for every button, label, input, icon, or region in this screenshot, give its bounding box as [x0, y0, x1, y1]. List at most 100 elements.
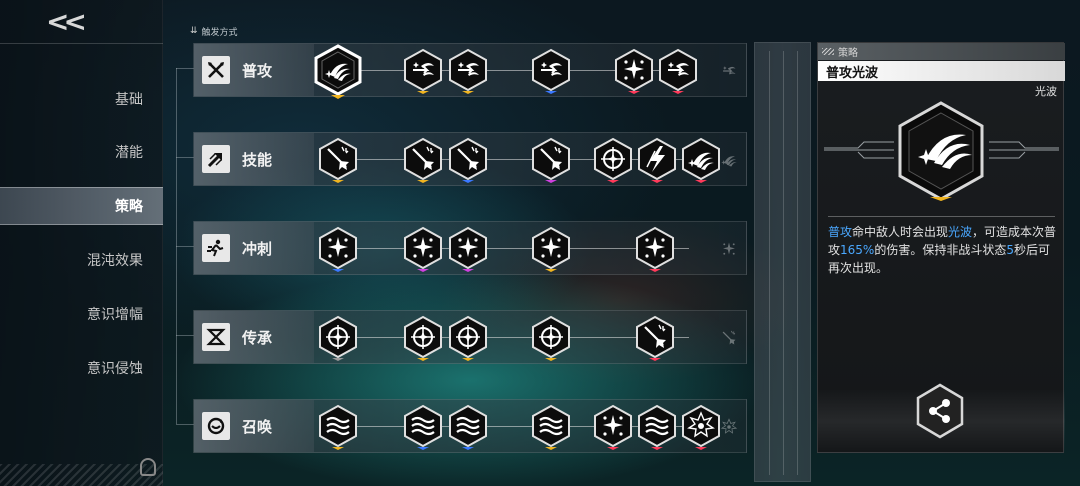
rarity-indicator — [462, 358, 474, 361]
panel-subtitle: 光波 — [1035, 85, 1057, 98]
strategy-node-light-wave-icon[interactable] — [681, 137, 721, 183]
tree-connector — [176, 68, 177, 424]
strategy-node-crosshair-icon[interactable] — [403, 315, 443, 361]
rarity-indicator — [695, 447, 707, 450]
strategy-description: 普攻命中敌人时会出现光波，可造成本次普攻165%的伤害。保持非战斗状态5秒后可再… — [828, 223, 1058, 277]
strategy-node-star-burst-icon[interactable] — [531, 226, 571, 272]
strategy-node-trident-icon[interactable] — [318, 137, 358, 183]
strategy-node-crosshair-icon[interactable] — [593, 137, 633, 183]
nav-item-label: 混沌效果 — [87, 253, 143, 269]
node-connector-line — [339, 248, 689, 249]
dash-runner-icon — [202, 234, 230, 262]
scroll-rail — [769, 51, 770, 475]
nav-item-consciousness-erosion[interactable]: 意识侵蚀 — [0, 349, 163, 387]
strategy-node-light-wave-icon[interactable] — [314, 44, 362, 99]
strategy-node-wave-stack-icon[interactable] — [637, 404, 677, 450]
panel-tag: 策略 — [818, 43, 1065, 60]
rarity-indicator — [332, 180, 344, 183]
desc-value: 5 — [1006, 243, 1014, 257]
desc-keyword: 普攻 — [828, 225, 853, 239]
strategy-node-lightning-icon[interactable] — [637, 137, 677, 183]
tree-branch — [176, 335, 194, 336]
rarity-indicator — [695, 180, 707, 183]
rarity-indicator — [545, 358, 557, 361]
nav-item-strategy[interactable]: 策略 — [0, 187, 163, 225]
locked-node-icon — [716, 236, 742, 262]
rarity-indicator — [417, 180, 429, 183]
strategy-node-star-burst-icon[interactable] — [448, 226, 488, 272]
skill-arrow-icon — [202, 145, 230, 173]
rarity-indicator — [332, 358, 344, 361]
trigger-row-name: 普攻 — [242, 61, 273, 80]
back-button[interactable]: << — [0, 0, 163, 44]
strategy-node-trident-icon[interactable] — [403, 137, 443, 183]
trigger-row-label[interactable]: 普攻 — [194, 44, 314, 96]
strategy-node-star-burst-icon[interactable] — [593, 404, 633, 450]
node-connector-line — [339, 159, 689, 160]
panel-divider — [828, 216, 1055, 217]
strategy-node-crosshair-icon[interactable] — [531, 315, 571, 361]
strategy-node-arrow-dash-icon[interactable] — [658, 48, 698, 94]
strategy-node-trident-icon[interactable] — [635, 315, 675, 361]
nav-item-consciousness-boost[interactable]: 意识增幅 — [0, 295, 163, 333]
strategy-node-arrow-dash-icon[interactable] — [448, 48, 488, 94]
rarity-indicator — [607, 447, 619, 450]
strategy-node-trident-icon[interactable] — [531, 137, 571, 183]
trigger-row-label[interactable]: 冲刺 — [194, 222, 314, 274]
strategy-node-arrow-dash-icon[interactable] — [531, 48, 571, 94]
scroll-track[interactable] — [754, 42, 811, 482]
nav-item-basic[interactable]: 基础 — [0, 80, 163, 118]
desc-text: 的伤害。保持非战斗状态 — [874, 243, 1007, 257]
rarity-indicator — [545, 180, 557, 183]
badge-icon[interactable] — [140, 458, 156, 476]
nav-item-potential[interactable]: 潜能 — [0, 133, 163, 171]
strategy-node-wave-stack-icon[interactable] — [318, 404, 358, 450]
trigger-row-label[interactable]: 召唤 — [194, 400, 314, 452]
nav-item-label: 意识增幅 — [87, 307, 143, 323]
strategy-node-flower-star-icon[interactable] — [681, 404, 721, 450]
trigger-header-label: 触发方式 — [201, 27, 238, 38]
nav-item-chaos-effect[interactable]: 混沌效果 — [0, 241, 163, 279]
crossed-swords-icon — [202, 56, 230, 84]
selected-strategy-emblem — [896, 101, 986, 201]
rarity-indicator — [417, 358, 429, 361]
tree-branch — [176, 68, 194, 69]
panel-title: 普攻光波 — [818, 61, 1065, 81]
trigger-row-name: 技能 — [242, 150, 273, 169]
rarity-indicator — [417, 91, 429, 94]
scroll-rail — [783, 51, 784, 475]
share-button[interactable] — [915, 383, 965, 439]
strategy-node-arrow-dash-icon[interactable] — [403, 48, 443, 94]
strategy-node-crosshair-icon[interactable] — [318, 315, 358, 361]
rarity-indicator — [462, 180, 474, 183]
strategy-node-crosshair-icon[interactable] — [448, 315, 488, 361]
light-wave-icon — [918, 134, 972, 169]
trigger-row-label[interactable]: 传承 — [194, 311, 314, 363]
rarity-indicator — [649, 358, 661, 361]
rarity-indicator — [332, 269, 344, 272]
locked-node-icon — [716, 414, 742, 440]
node-connector-line — [339, 70, 689, 71]
strategy-node-wave-stack-icon[interactable] — [403, 404, 443, 450]
trigger-row-name: 传承 — [242, 328, 273, 347]
summon-icon — [202, 412, 230, 440]
trigger-row: 技能 — [193, 132, 747, 186]
locked-node-icon — [716, 147, 742, 173]
rarity-indicator — [628, 91, 640, 94]
circuit-left-decoration — [824, 141, 894, 159]
strategy-node-star-burst-icon[interactable] — [614, 48, 654, 94]
strategy-node-wave-stack-icon[interactable] — [531, 404, 571, 450]
strategy-node-trident-icon[interactable] — [448, 137, 488, 183]
rarity-indicator — [651, 447, 663, 450]
nav-item-label: 潜能 — [115, 145, 143, 161]
trigger-row-label[interactable]: 技能 — [194, 133, 314, 185]
node-connector-line — [339, 426, 689, 427]
back-chevrons-icon: << — [46, 5, 87, 38]
strategy-node-star-burst-icon[interactable] — [318, 226, 358, 272]
tree-branch — [176, 424, 194, 425]
strategy-node-star-burst-icon[interactable] — [403, 226, 443, 272]
nav-item-label: 策略 — [115, 199, 143, 215]
tree-branch — [176, 157, 194, 158]
strategy-node-wave-stack-icon[interactable] — [448, 404, 488, 450]
strategy-node-star-burst-icon[interactable] — [635, 226, 675, 272]
